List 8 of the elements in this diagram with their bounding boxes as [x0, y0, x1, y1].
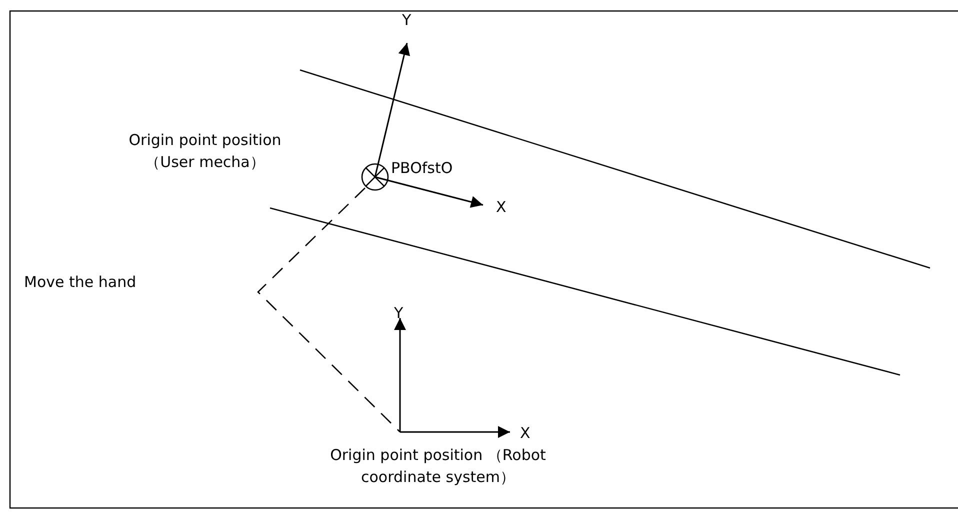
note-text: Move the hand	[24, 272, 136, 293]
axis-label: X	[496, 197, 506, 218]
axis-label: Y	[402, 10, 412, 31]
point-name: PBOfstO	[391, 158, 453, 179]
origin-label: Origin point position （User mecha）	[128, 130, 282, 173]
axis-label: Y	[394, 303, 404, 324]
origin-label: Origin point position （Robot coordinate system）	[329, 445, 547, 488]
axis-label: X	[520, 423, 530, 444]
